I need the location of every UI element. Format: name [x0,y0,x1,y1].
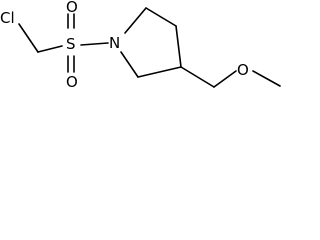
bond-ch2-s [37,45,63,53]
atom-oxygen-ether: O [237,61,249,79]
chemical-structure: Cl S O O N O [0,0,281,91]
bond-cl-ch2 [18,23,39,53]
atom-sulfur: S [66,35,76,53]
bond-ch2-o [213,70,237,88]
atom-oxygen-sulfonyl-top: O [66,0,78,16]
bond-c4-ch2 [180,66,215,88]
atom-oxygen-sulfonyl-bottom: O [66,73,78,91]
bond-c2-c3 [145,7,177,27]
atom-nitrogen: N [109,34,120,52]
atom-chlorine: Cl [0,9,15,27]
bond-c5-n [120,51,139,78]
bond-o-ch3 [252,70,281,87]
bond-s-n [80,42,109,46]
bond-c3-c4 [175,25,182,68]
bond-n-c2 [124,7,147,34]
bond-c4-c5 [137,66,182,78]
